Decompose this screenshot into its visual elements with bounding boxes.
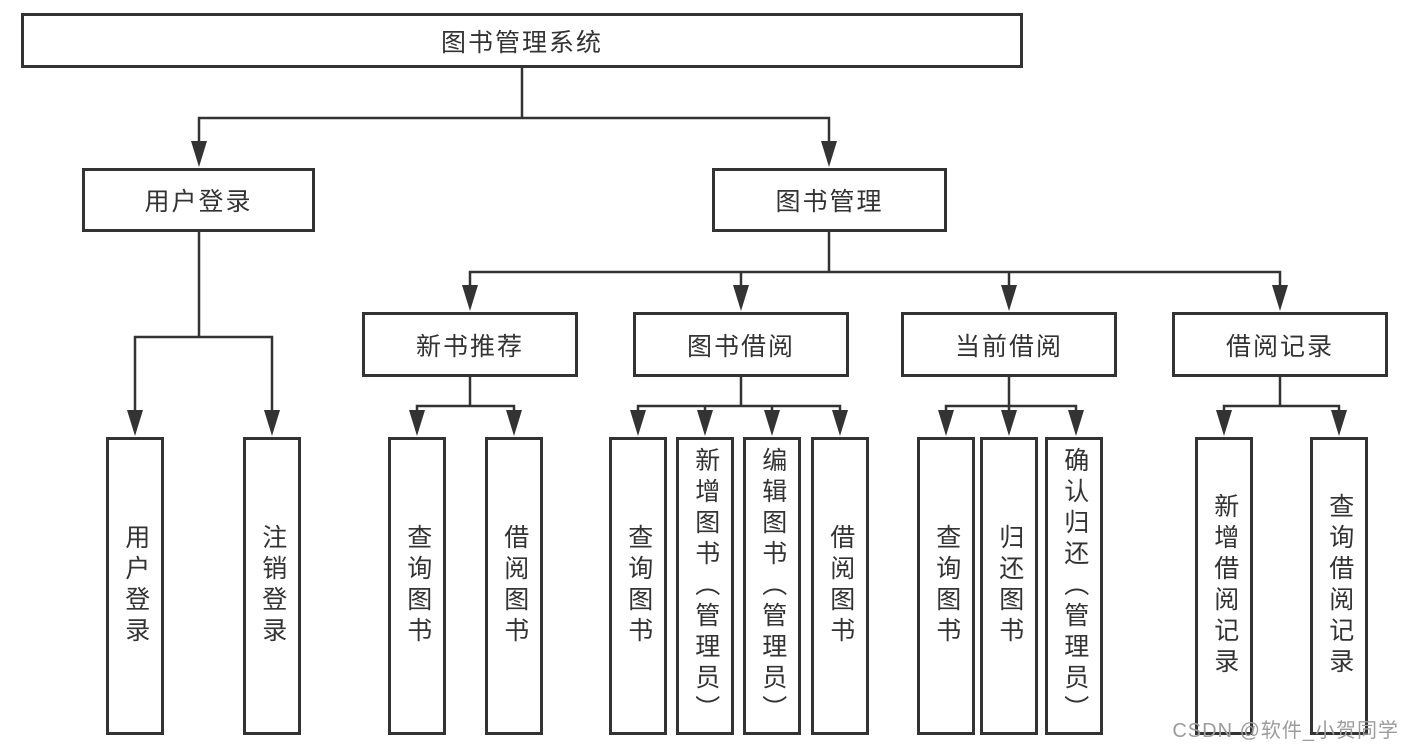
- node-book-borrow-label: 图书借阅: [686, 332, 795, 361]
- node-book-borrow: 图书借阅: [633, 312, 849, 377]
- leaf-add-borrow-record: 新增借阅记录: [1195, 437, 1253, 735]
- leaf-query-books-current-label: 查询图书: [932, 524, 961, 648]
- node-user-login-label: 用户登录: [144, 188, 253, 216]
- leaf-return-books-label: 归还图书: [995, 524, 1024, 648]
- leaf-query-books-borrow-label: 查询图书: [624, 524, 653, 648]
- node-new-book-recommend: 新书推荐: [362, 312, 578, 377]
- node-book-management: 图书管理: [712, 168, 947, 232]
- node-user-login: 用户登录: [82, 168, 315, 232]
- node-root-system: 图书管理系统: [21, 13, 1023, 68]
- leaf-query-books-current: 查询图书: [917, 437, 975, 735]
- leaf-confirm-return-admin: 确认归还（管理员）: [1045, 437, 1103, 735]
- leaf-edit-books-admin: 编辑图书（管理员）: [743, 437, 801, 735]
- leaf-confirm-return-admin-label: 确认归还（管理员）: [1060, 446, 1089, 726]
- leaf-borrow-books: 借阅图书: [811, 437, 869, 735]
- node-root-label: 图书管理系统: [440, 28, 603, 57]
- leaf-borrow-books-recommend-label: 借阅图书: [500, 524, 529, 648]
- leaf-edit-books-admin-label: 编辑图书（管理员）: [758, 446, 787, 726]
- leaf-logout-label: 注销登录: [258, 524, 287, 648]
- csdn-watermark: CSDN @软件_小贺同学: [1172, 720, 1399, 742]
- leaf-add-books-admin: 新增图书（管理员）: [676, 437, 734, 735]
- node-borrow-records: 借阅记录: [1172, 312, 1388, 377]
- node-current-borrow-label: 当前借阅: [954, 332, 1063, 361]
- leaf-add-borrow-record-label: 新增借阅记录: [1210, 493, 1239, 679]
- leaf-query-books-borrow: 查询图书: [609, 437, 667, 735]
- leaf-user-login: 用户登录: [106, 437, 164, 735]
- node-new-book-recommend-label: 新书推荐: [415, 332, 524, 361]
- node-borrow-records-label: 借阅记录: [1225, 332, 1334, 361]
- leaf-user-login-label: 用户登录: [121, 524, 150, 648]
- leaf-query-borrow-record: 查询借阅记录: [1310, 437, 1368, 735]
- leaf-borrow-books-label: 借阅图书: [826, 524, 855, 648]
- leaf-borrow-books-recommend: 借阅图书: [485, 437, 543, 735]
- node-book-management-label: 图书管理: [775, 188, 884, 216]
- leaf-return-books: 归还图书: [980, 437, 1038, 735]
- leaf-query-books-recommend: 查询图书: [388, 437, 446, 735]
- leaf-add-books-admin-label: 新增图书（管理员）: [691, 446, 720, 726]
- node-current-borrow: 当前借阅: [901, 312, 1117, 377]
- leaf-logout: 注销登录: [243, 437, 301, 735]
- leaf-query-borrow-record-label: 查询借阅记录: [1325, 493, 1354, 679]
- leaf-query-books-recommend-label: 查询图书: [403, 524, 432, 648]
- arrowheads: [127, 141, 1347, 436]
